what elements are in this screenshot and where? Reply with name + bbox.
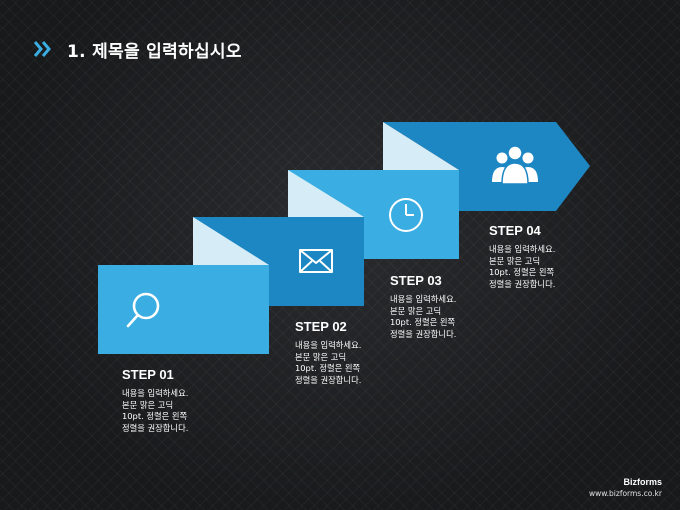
double-chevron-icon: [33, 41, 51, 57]
step-04-line-3: 10pt. 정렬은 왼쪽: [489, 267, 555, 277]
step-04-fold: [383, 122, 459, 170]
step-03-line-4: 정렬을 권장합니다.: [390, 328, 457, 339]
step-04-line-4: 정렬을 권장합니다.: [489, 278, 556, 289]
step-02-label: STEP 02: [295, 319, 347, 334]
step-01-caption: STEP 01 내용을 입력하세요. 본문 맑은 고딕 10pt. 정렬은 왼쪽…: [122, 367, 242, 434]
step-01-line-3: 10pt. 정렬은 왼쪽: [122, 411, 188, 421]
title-row: 1. 제목을 입력하십시오: [33, 38, 242, 62]
step-04-line-2: 본문 맑은 고딕: [489, 255, 541, 266]
brand-url: www.bizforms.co.kr: [588, 489, 662, 498]
step-03-label: STEP 03: [390, 273, 442, 288]
step-03-caption: STEP 03 내용을 입력하세요. 본문 맑은 고딕 10pt. 정렬은 왼쪽…: [390, 273, 510, 340]
step-01-line-2: 본문 맑은 고딕: [122, 399, 174, 410]
brand-name: Bizforms: [623, 477, 662, 487]
mail-icon: [299, 249, 333, 273]
brand-block: Bizforms www.bizforms.co.kr: [589, 477, 662, 498]
step-03-fold: [288, 170, 364, 217]
step-03-line-2: 본문 맑은 고딕: [390, 305, 442, 316]
step-02-line-4: 정렬을 권장합니다.: [295, 374, 362, 385]
page-title: 1. 제목을 입력하십시오: [67, 41, 242, 62]
clock-icon: [389, 198, 423, 232]
step-04-caption: STEP 04 내용을 입력하세요. 본문 맑은 고딕 10pt. 정렬은 왼쪽…: [489, 223, 609, 290]
users-icon: [492, 145, 538, 185]
step-04-label: STEP 04: [489, 223, 541, 238]
step-03-line-3: 10pt. 정렬은 왼쪽: [390, 317, 456, 327]
search-icon: [126, 292, 160, 328]
step-01-line-1: 내용을 입력하세요.: [122, 388, 189, 398]
step-02-caption: STEP 02 내용을 입력하세요. 본문 맑은 고딕 10pt. 정렬은 왼쪽…: [295, 319, 415, 386]
step-02-line-1: 내용을 입력하세요.: [295, 340, 362, 350]
step-04-line-1: 내용을 입력하세요.: [489, 244, 556, 254]
step-01-line-4: 정렬을 권장합니다.: [122, 422, 189, 433]
step-03-line-1: 내용을 입력하세요.: [390, 294, 457, 304]
step-01-label: STEP 01: [122, 367, 174, 382]
step-02-line-3: 10pt. 정렬은 왼쪽: [295, 363, 361, 373]
step-04-panel: [383, 122, 590, 211]
step-02-fold: [193, 217, 269, 265]
step-02-line-2: 본문 맑은 고딕: [295, 351, 347, 362]
step-01-panel: [98, 265, 269, 354]
